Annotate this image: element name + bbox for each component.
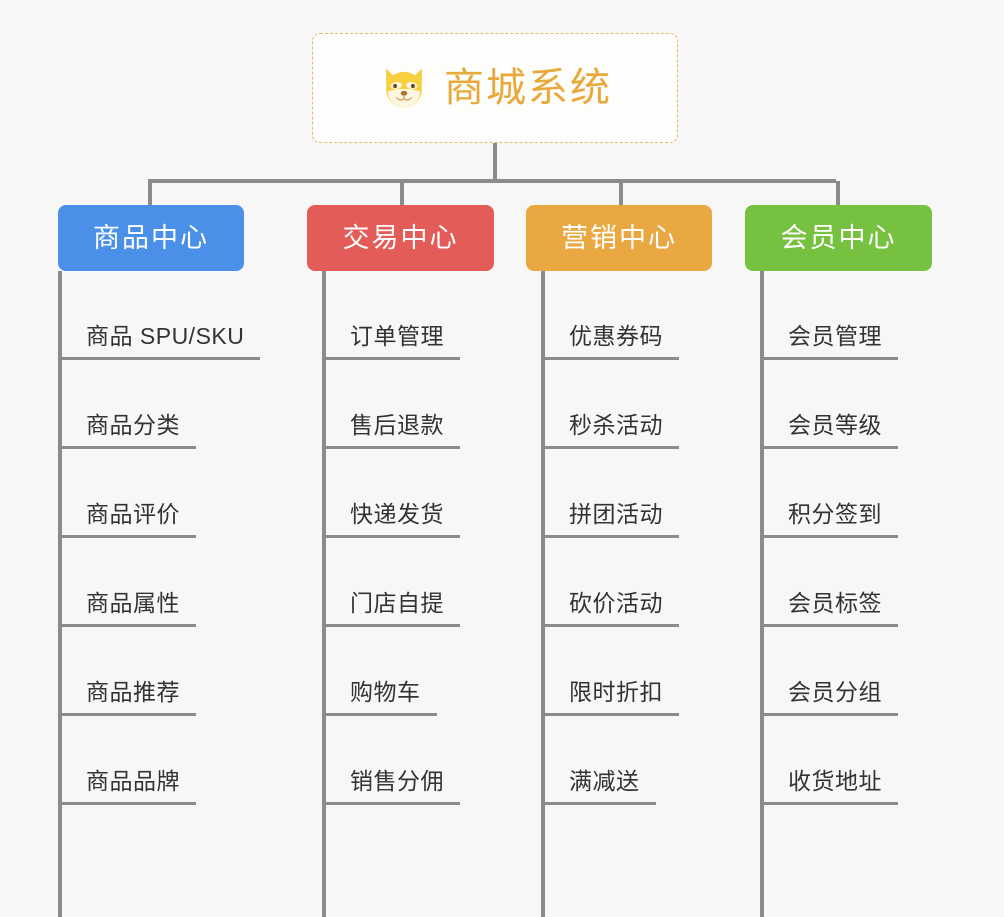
leaf-label: 收货地址 xyxy=(788,767,882,794)
leaf-item[interactable]: 会员等级 xyxy=(760,360,898,449)
leaf-item[interactable]: 购物车 xyxy=(322,627,460,716)
leaf-label: 会员等级 xyxy=(788,411,882,438)
leaf-label: 售后退款 xyxy=(350,411,444,438)
leaf-label: 满减送 xyxy=(569,767,640,794)
leaf-list: 优惠券码 秒杀活动 拼团活动 砍价活动 限时折扣 满减送 xyxy=(541,271,679,805)
leaf-label: 会员标签 xyxy=(788,589,882,616)
category-title: 商品中心 xyxy=(93,222,209,253)
leaf-label: 砍价活动 xyxy=(569,589,663,616)
leaf-item[interactable]: 商品分类 xyxy=(58,360,260,449)
leaf-label: 秒杀活动 xyxy=(569,411,663,438)
leaf-label: 商品评价 xyxy=(86,500,180,527)
category-header-交易中心[interactable]: 交易中心 xyxy=(307,205,494,271)
leaf-label: 积分签到 xyxy=(788,500,882,527)
leaf-spine-connector xyxy=(58,271,62,917)
leaf-item[interactable]: 售后退款 xyxy=(322,360,460,449)
leaf-item[interactable]: 商品 SPU/SKU xyxy=(58,271,261,360)
category-header-商品中心[interactable]: 商品中心 xyxy=(58,205,244,271)
column-stem-connector xyxy=(836,181,840,205)
leaf-item[interactable]: 会员分组 xyxy=(760,627,898,716)
leaf-label: 商品属性 xyxy=(86,589,180,616)
category-title: 会员中心 xyxy=(780,222,897,253)
root-title: 商城系统 xyxy=(444,66,612,110)
leaf-item[interactable]: 订单管理 xyxy=(322,271,460,360)
leaf-item[interactable]: 快递发货 xyxy=(322,449,460,538)
leaf-label: 拼团活动 xyxy=(569,500,663,527)
leaf-item[interactable]: 拼团活动 xyxy=(541,449,679,538)
leaf-label: 会员管理 xyxy=(788,322,882,349)
leaf-item[interactable]: 商品品牌 xyxy=(58,716,260,805)
leaf-label: 销售分佣 xyxy=(350,767,444,794)
leaf-label: 快递发货 xyxy=(350,500,444,527)
leaf-item[interactable]: 收货地址 xyxy=(760,716,898,805)
mindmap-canvas: 商城系统 商品中心 商品 SPU/SKU 商品分类 商品评价 商品属性 商品推荐… xyxy=(58,33,932,917)
leaf-item[interactable]: 优惠券码 xyxy=(541,271,679,360)
leaf-item[interactable]: 秒杀活动 xyxy=(541,360,679,449)
leaf-item[interactable]: 门店自提 xyxy=(322,538,460,627)
leaf-label: 优惠券码 xyxy=(569,322,663,349)
category-title: 营销中心 xyxy=(561,222,677,253)
leaf-label: 会员分组 xyxy=(788,678,882,705)
category-header-营销中心[interactable]: 营销中心 xyxy=(526,205,712,271)
category-header-会员中心[interactable]: 会员中心 xyxy=(745,205,932,271)
column-stem-connector xyxy=(619,181,623,205)
leaf-label: 购物车 xyxy=(350,678,421,705)
column-stem-connector xyxy=(148,181,152,205)
leaf-label: 商品 SPU/SKU xyxy=(86,322,245,349)
leaf-label: 商品分类 xyxy=(86,411,180,438)
leaf-item[interactable]: 会员管理 xyxy=(760,271,898,360)
leaf-item[interactable]: 限时折扣 xyxy=(541,627,679,716)
leaf-label: 订单管理 xyxy=(350,322,444,349)
leaf-item[interactable]: 会员标签 xyxy=(760,538,898,627)
leaf-label: 商品推荐 xyxy=(86,678,180,705)
leaf-spine-connector xyxy=(541,271,545,917)
root-stem-connector xyxy=(493,143,497,181)
leaf-label: 限时折扣 xyxy=(569,678,663,705)
leaf-item[interactable]: 销售分佣 xyxy=(322,716,460,805)
leaf-spine-connector xyxy=(760,271,764,917)
leaf-item[interactable]: 商品评价 xyxy=(58,449,260,538)
leaf-label: 商品品牌 xyxy=(86,767,180,794)
leaf-list: 订单管理 售后退款 快递发货 门店自提 购物车 销售分佣 xyxy=(322,271,460,805)
leaf-label: 门店自提 xyxy=(350,589,444,616)
leaf-item[interactable]: 商品属性 xyxy=(58,538,260,627)
leaf-item[interactable]: 积分签到 xyxy=(760,449,898,538)
category-title: 交易中心 xyxy=(342,222,459,253)
leaf-item[interactable]: 满减送 xyxy=(541,716,679,805)
column-stem-connector xyxy=(400,181,404,205)
leaf-list: 会员管理 会员等级 积分签到 会员标签 会员分组 收货地址 xyxy=(760,271,898,805)
leaf-list: 商品 SPU/SKU 商品分类 商品评价 商品属性 商品推荐 商品品牌 xyxy=(58,271,261,805)
shiba-dog-face-icon xyxy=(386,68,422,111)
leaf-item[interactable]: 砍价活动 xyxy=(541,538,679,627)
leaf-spine-connector xyxy=(322,271,326,917)
horizontal-bus-connector xyxy=(148,179,836,183)
root-node[interactable]: 商城系统 xyxy=(312,33,678,143)
leaf-item[interactable]: 商品推荐 xyxy=(58,627,260,716)
